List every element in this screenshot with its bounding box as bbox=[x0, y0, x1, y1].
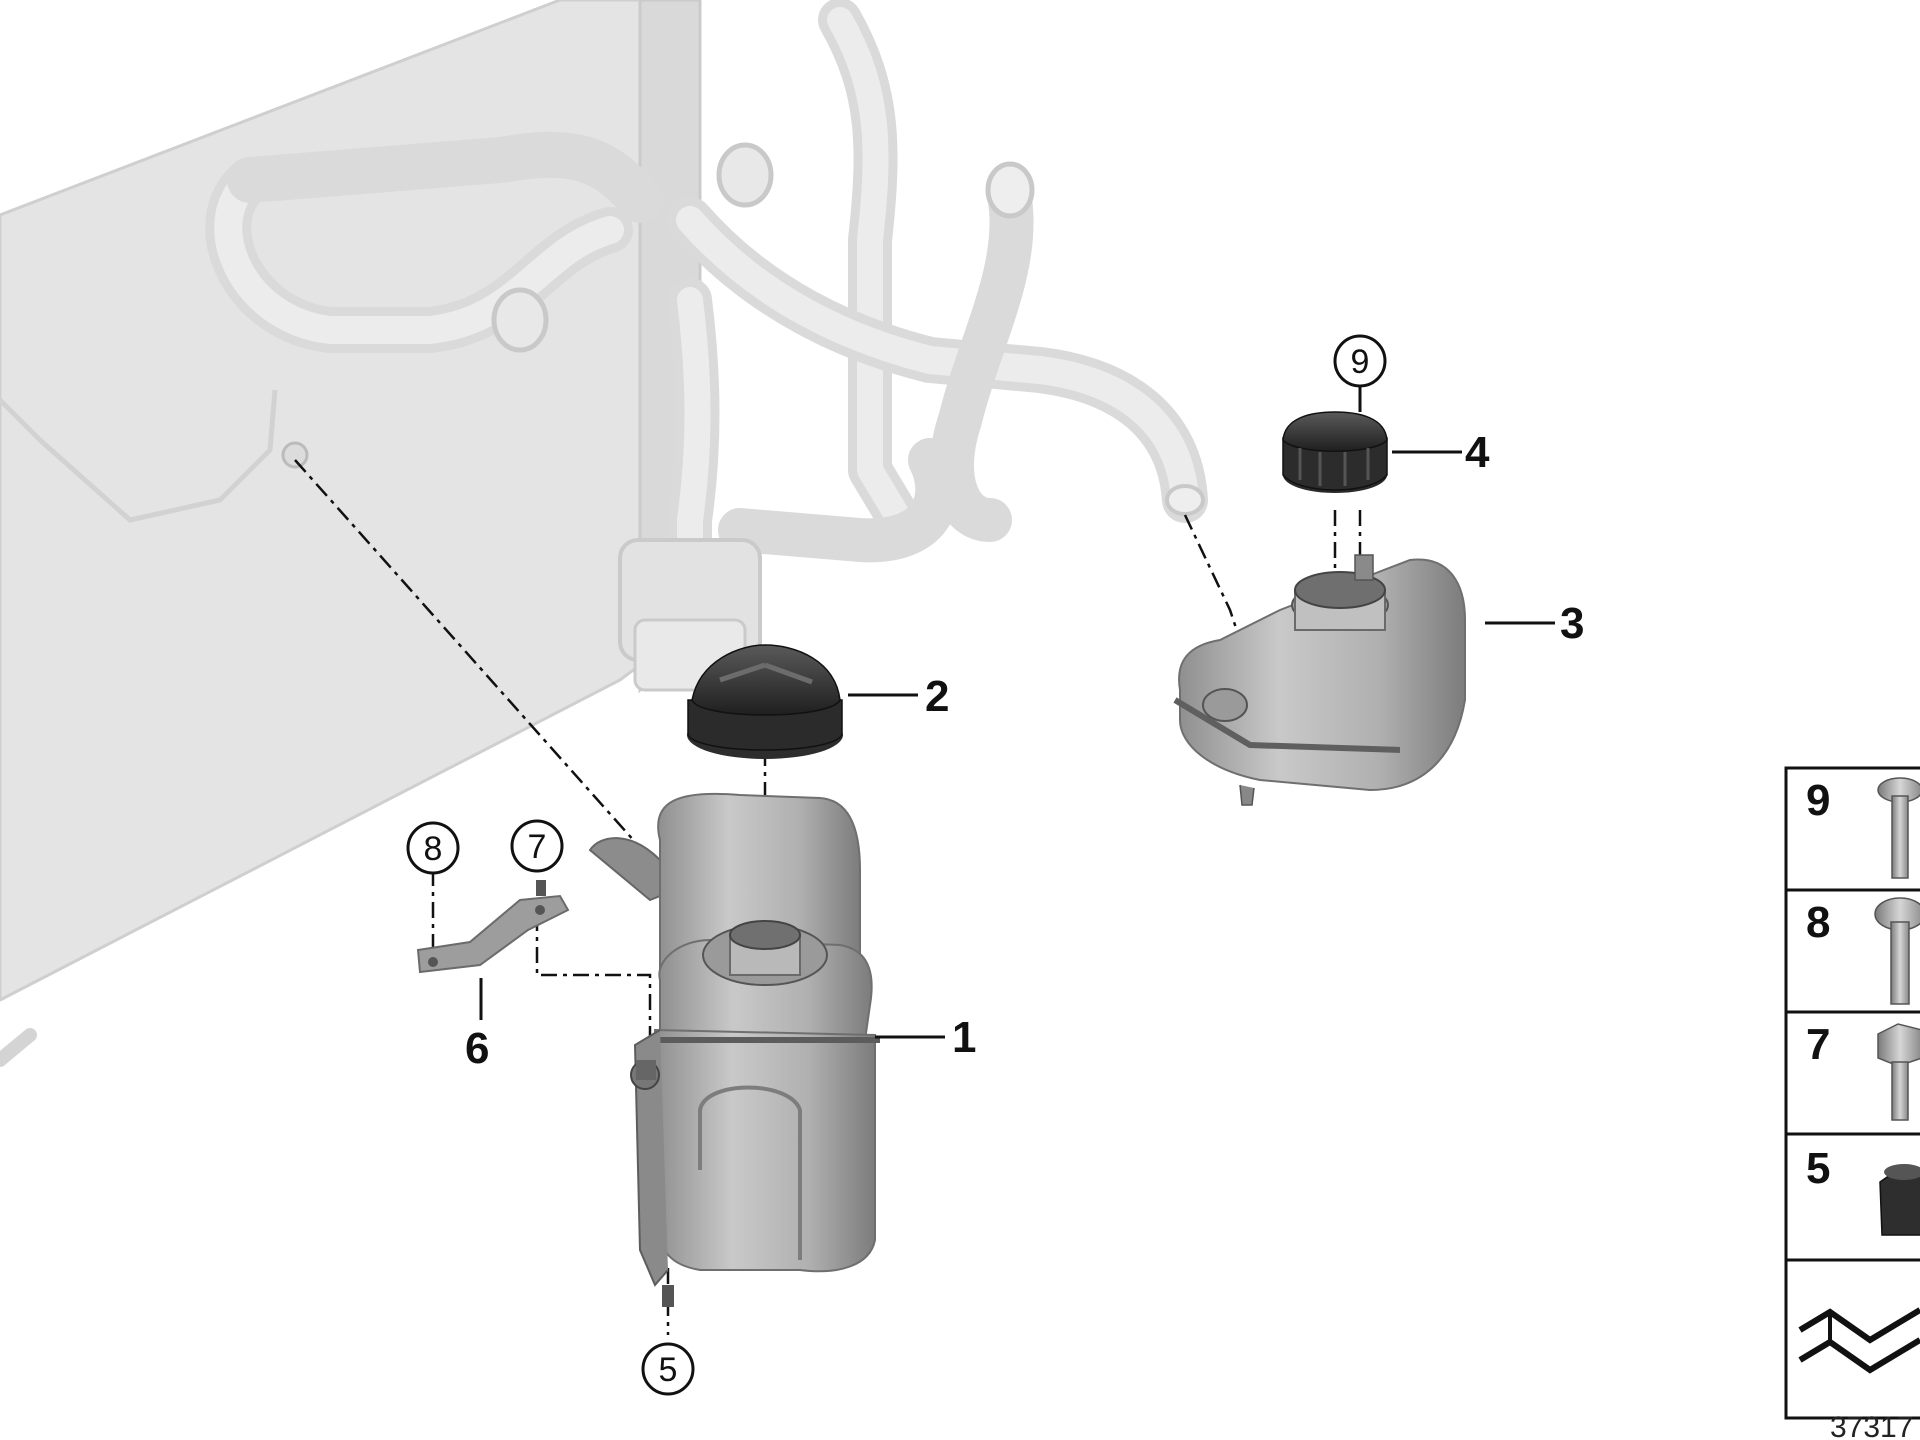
callout-labels: 1 2 3 4 6 9 8 7 5 bbox=[406, 334, 1584, 1396]
hardware-details bbox=[536, 880, 674, 1307]
callout-1: 1 bbox=[952, 1013, 976, 1062]
fastener-legend: 9 8 7 5 bbox=[1784, 766, 1920, 1420]
circled-callout-7: 7 bbox=[510, 819, 564, 873]
svg-text:9: 9 bbox=[1351, 343, 1370, 381]
part-4-cap bbox=[1282, 411, 1388, 493]
svg-text:7: 7 bbox=[528, 828, 547, 866]
legend-row-9: 9 bbox=[1806, 776, 1920, 879]
torx-bolt-icon bbox=[1874, 897, 1920, 1005]
circled-callout-9: 9 bbox=[1333, 334, 1387, 388]
legend-row-7: 7 bbox=[1806, 1020, 1920, 1121]
svg-text:7: 7 bbox=[1806, 1020, 1830, 1069]
hex-bolt-icon bbox=[1877, 1023, 1920, 1121]
part-3-expansion-tank bbox=[1173, 554, 1466, 806]
diagram-id: 37317 bbox=[1830, 1411, 1913, 1440]
coolant-hoses-background-illustration bbox=[205, 0, 1208, 692]
svg-text:8: 8 bbox=[1806, 898, 1830, 947]
circled-callout-5: 5 bbox=[641, 1342, 695, 1396]
svg-text:5: 5 bbox=[659, 1351, 678, 1389]
svg-text:8: 8 bbox=[424, 830, 443, 868]
svg-text:9: 9 bbox=[1806, 776, 1830, 825]
part-2-cap bbox=[687, 644, 843, 759]
leader-lines bbox=[479, 385, 1555, 1039]
legend-row-5: 5 bbox=[1806, 1144, 1920, 1236]
rubber-grommet-icon bbox=[1879, 1164, 1920, 1236]
callout-4: 4 bbox=[1465, 428, 1490, 477]
legend-row-8: 8 bbox=[1806, 897, 1920, 1005]
callout-2: 2 bbox=[925, 672, 949, 721]
part-1-expansion-tank bbox=[588, 792, 880, 1287]
svg-text:5: 5 bbox=[1806, 1144, 1830, 1193]
callout-3: 3 bbox=[1560, 599, 1584, 648]
part-6-bracket bbox=[416, 894, 570, 974]
mounting-symbol-icon bbox=[1798, 1307, 1920, 1374]
circled-callout-8: 8 bbox=[406, 821, 460, 875]
torx-bolt-icon bbox=[1877, 777, 1920, 879]
callout-6: 6 bbox=[465, 1024, 489, 1073]
